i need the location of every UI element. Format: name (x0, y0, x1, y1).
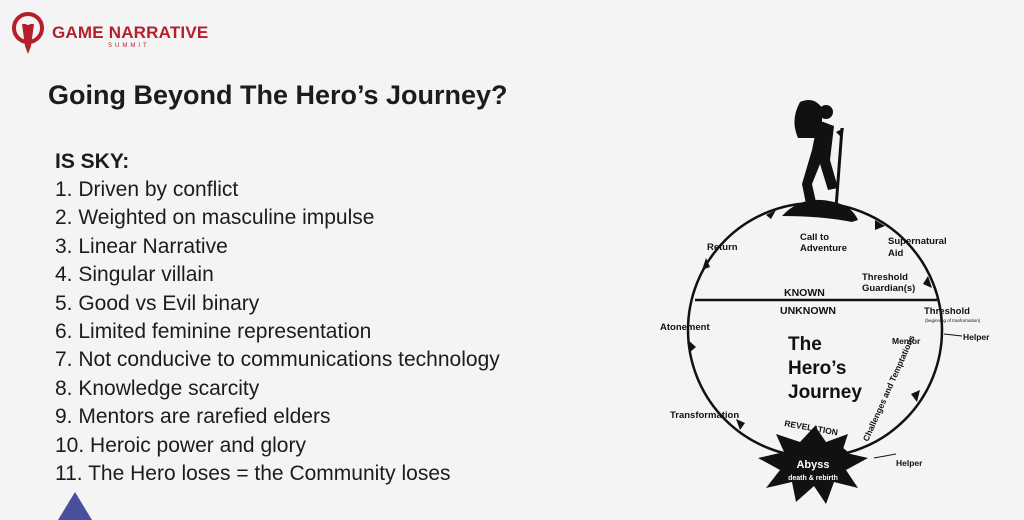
label-center-the: The (788, 334, 822, 355)
label-supernatural-aid-line1: Supernatural (888, 236, 947, 247)
arrow-icon (702, 258, 710, 270)
list-item: 8. Knowledge scarcity (55, 376, 260, 400)
label-known: KNOWN (784, 287, 825, 299)
label-mentor: Mentor (892, 336, 921, 346)
label-call-to-adventure-line2: Adventure (800, 243, 847, 254)
list-item: 9. Mentors are rarefied elders (55, 405, 331, 429)
pen-nib-icon (12, 12, 44, 54)
heros-journey-diagram: Return Call to Adventure Supernatural Ai… (660, 100, 990, 504)
label-supernatural-aid-line2: Aid (888, 248, 904, 259)
list-item: 7. Not conducive to communications techn… (55, 348, 500, 372)
label-center-journey: Journey (788, 382, 862, 403)
label-return: Return (707, 242, 738, 253)
helper-pointer (873, 453, 897, 459)
list-item: 6. Limited feminine representation (55, 319, 372, 343)
journey-arrows (688, 210, 932, 456)
arrow-icon (911, 390, 920, 402)
list-item: 4. Singular villain (55, 263, 214, 287)
label-abyss-sub: death & rebirth (788, 475, 838, 482)
list-item: 2. Weighted on masculine impulse (55, 206, 375, 230)
arrow-icon (923, 276, 932, 288)
label-threshold-guardians-line2: Guardian(s) (862, 283, 915, 294)
list-item: 1. Driven by conflict (55, 178, 239, 201)
label-challenges-temptations: Challenges and Temptations (861, 333, 917, 442)
label-helper-top: Helper (963, 332, 990, 342)
hiker-silhouette (782, 100, 858, 222)
label-unknown: UNKNOWN (780, 305, 836, 317)
slide-title: Going Beyond The Hero’s Journey? (48, 80, 508, 110)
bullet-list: 1. Driven by conflict 2. Weighted on mas… (55, 176, 500, 488)
abyss-starburst (758, 426, 868, 504)
list-item: 11. The Hero loses = the Community loses (55, 461, 451, 485)
arrow-icon (736, 419, 745, 430)
arrow-icon (875, 220, 885, 230)
list-heading: IS SKY: (55, 150, 130, 173)
label-transformation: Transformation (670, 410, 739, 421)
label-threshold-sub: (beginning of tranformation) (925, 318, 981, 323)
label-atonement: Atonement (660, 322, 710, 333)
label-call-to-adventure-line1: Call to (800, 232, 829, 243)
list-item: 3. Linear Narrative (55, 234, 228, 258)
logo-subtitle: SUMMIT (108, 43, 150, 49)
label-abyss: Abyss (796, 459, 829, 471)
list-item: 5. Good vs Evil binary (55, 291, 260, 315)
list-item: 10. Heroic power and glory (55, 433, 306, 457)
label-threshold: Threshold (924, 306, 970, 317)
label-helper-bottom: Helper (896, 458, 923, 468)
logo-title: GAME NARRATIVE (52, 23, 209, 42)
mentor-pointer (943, 333, 963, 337)
label-threshold-guardians-line1: Threshold (862, 272, 908, 283)
triangle-shape (58, 492, 92, 520)
arrow-icon (766, 210, 776, 219)
label-center-heros: Hero’s (788, 358, 846, 379)
arrow-icon (688, 340, 696, 352)
